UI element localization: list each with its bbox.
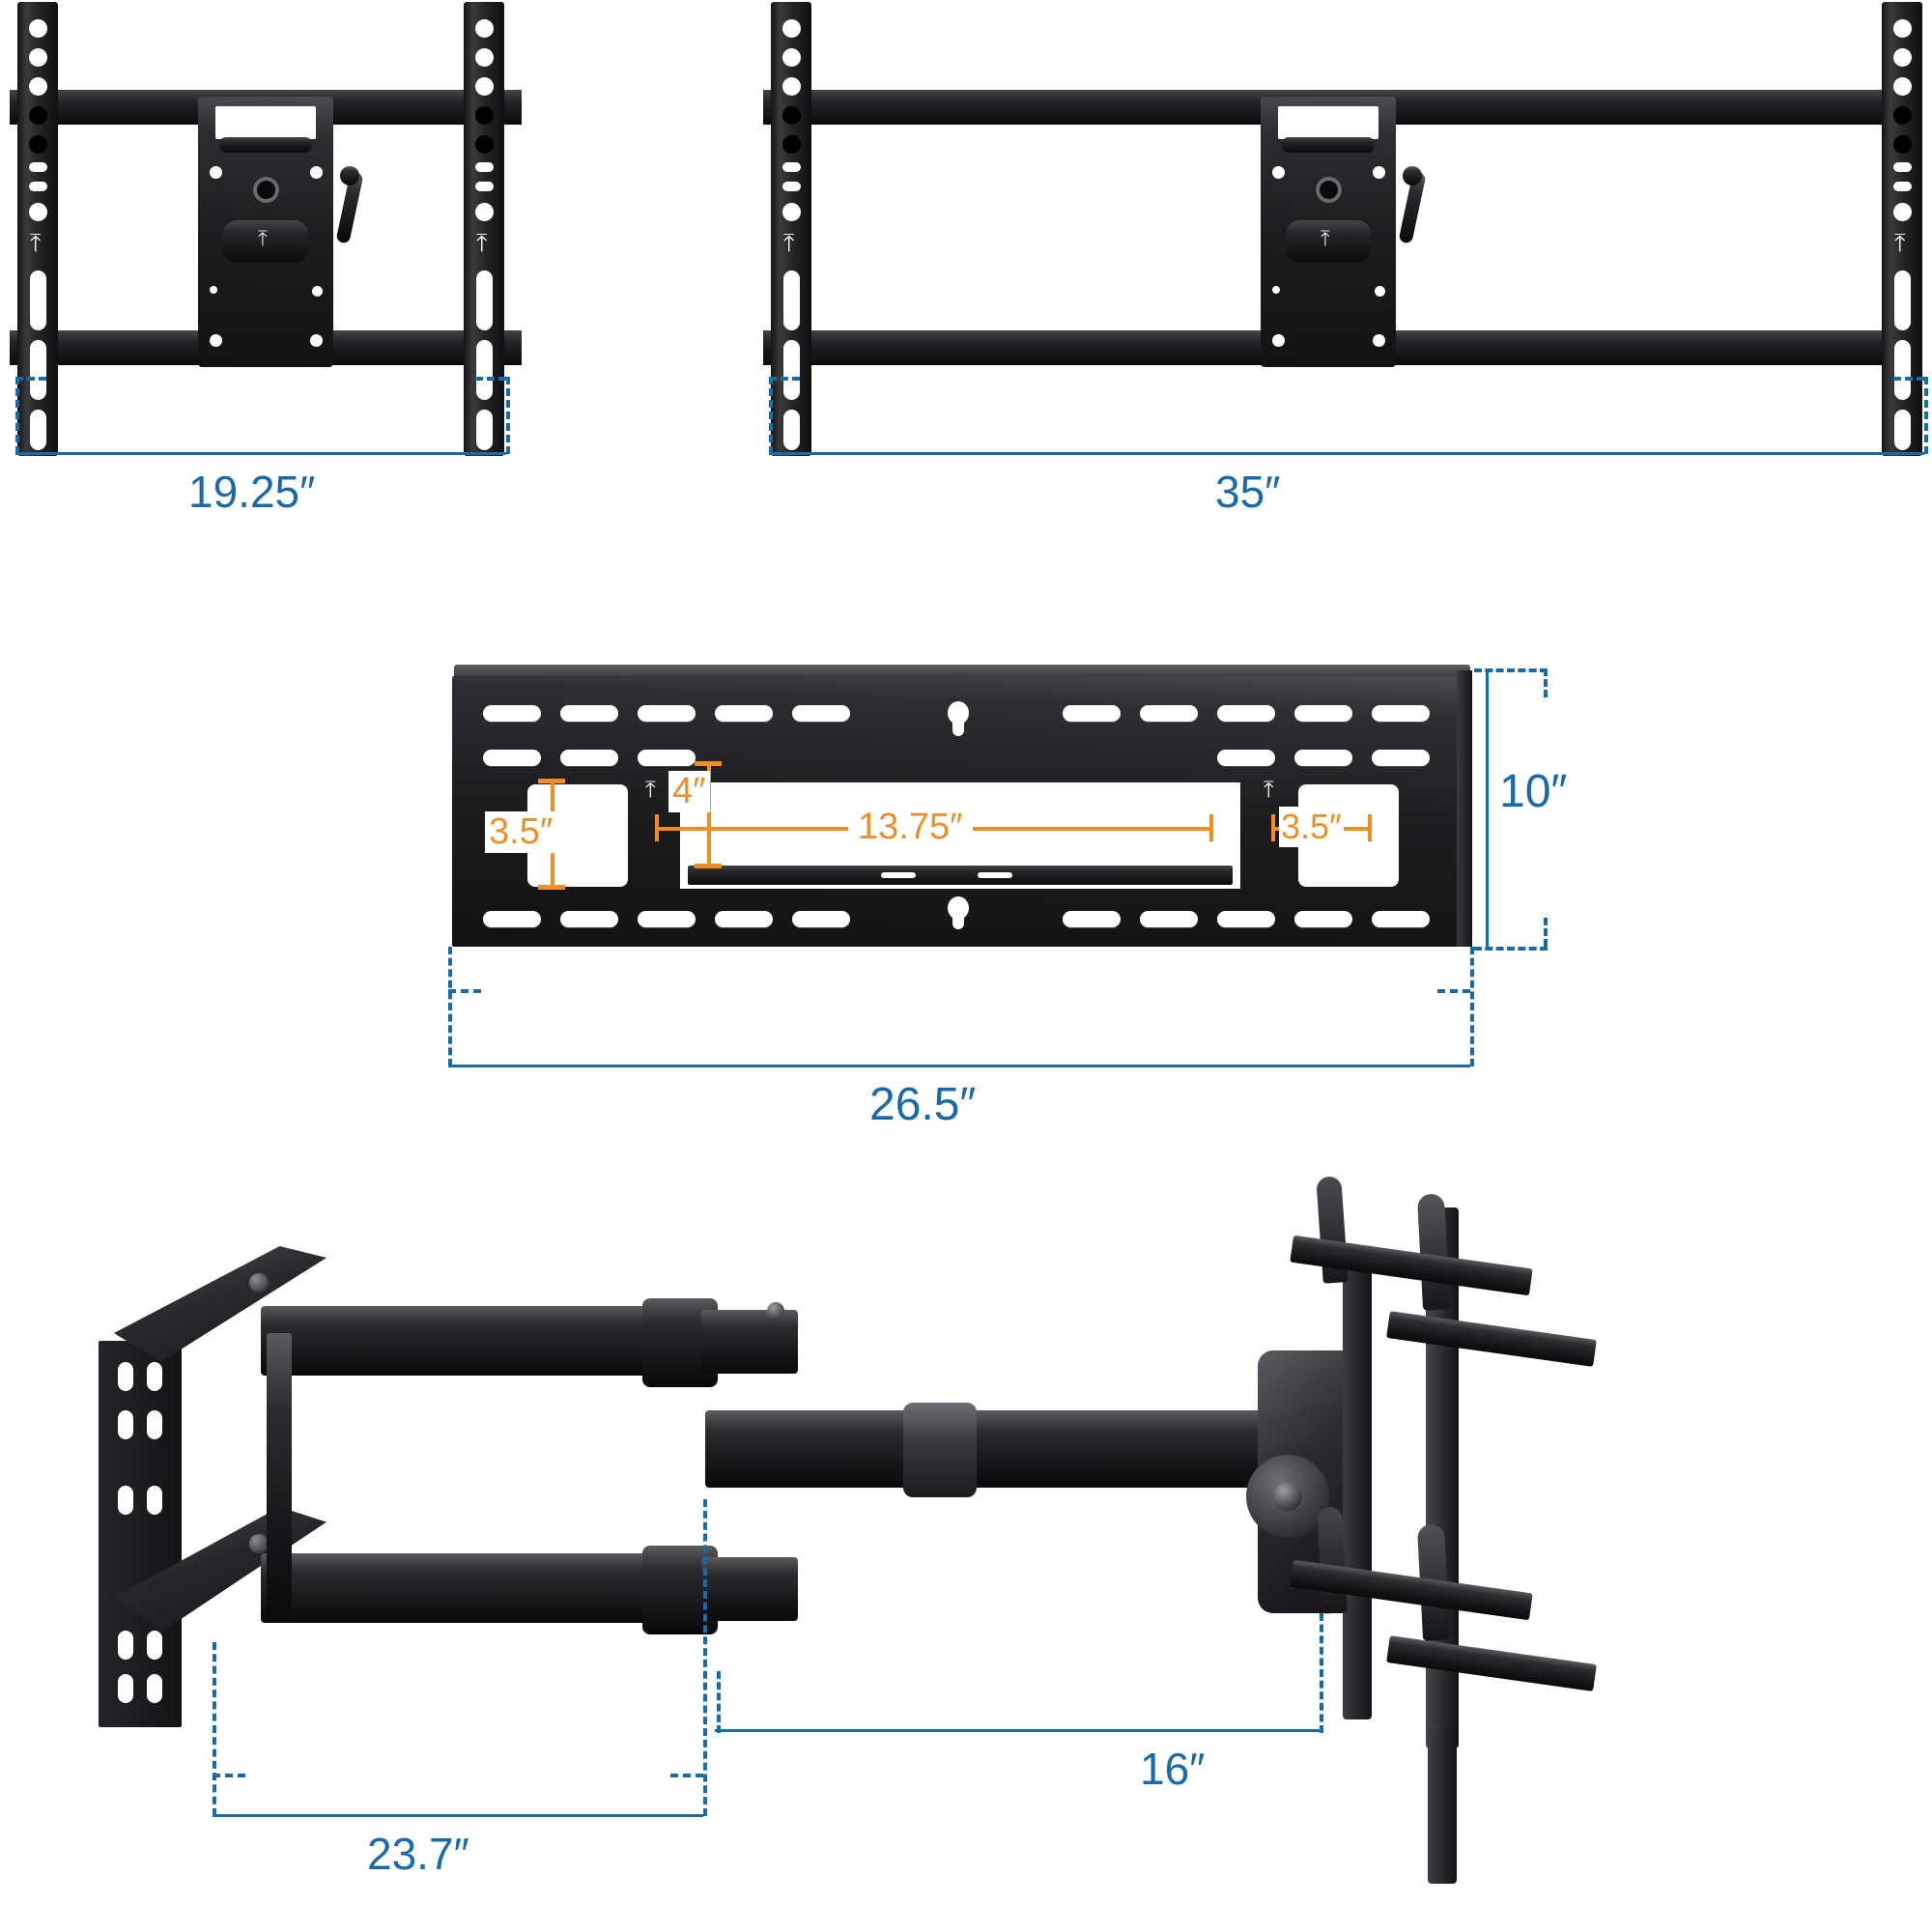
mount-view-top-left: ⤒ ⤒ ⤒ (0, 0, 541, 517)
dim-line-237 (213, 1814, 703, 1817)
vesa-cross-arm-bottom (1386, 1635, 1597, 1691)
plate-arrow-right-icon: ⤒ (1264, 777, 1274, 803)
plate-arrow-left-icon: ⤒ (645, 777, 656, 803)
vesa-cross-arm-top (1290, 1235, 1533, 1296)
dim-line-16 (715, 1729, 1321, 1732)
right-vertical-rail: ⤒ (464, 2, 504, 456)
lock-lever-knob-right (1403, 166, 1422, 185)
lower-arm-outer (261, 1553, 705, 1623)
mount-view-articulating-arm: 23.7″ 16″ (77, 1176, 1932, 1932)
dim-label-35: 35″ (1215, 467, 1281, 517)
ext-line-left-35 (769, 377, 773, 454)
ext-cap-left-265 (448, 989, 481, 993)
tv-side-plate (99, 1341, 182, 1727)
ext-tick-right-19 (475, 377, 506, 381)
ext-line-left-16 (717, 1671, 721, 1733)
right-vertical-rail-extended: ⤒ (1882, 2, 1922, 456)
dim-label-10: 10″ (1499, 766, 1568, 817)
orientation-arrow-icon: ⤒ (30, 228, 42, 257)
dim-label-19: 19.25″ (188, 467, 316, 517)
ext-cap-bottom-10 (1544, 918, 1548, 947)
ext-line-right-35 (1924, 377, 1928, 454)
tv-bracket-rail-back (1343, 1246, 1372, 1719)
ext-tick-left-35 (769, 377, 800, 381)
left-vertical-rail: ⤒ (17, 2, 58, 456)
dim-label-265: 26.5″ (869, 1079, 977, 1130)
ext-cap-left-237 (213, 1774, 245, 1777)
dim-line-19 (15, 452, 506, 455)
main-extension-arm (705, 1410, 1304, 1488)
dim-label-top-gap-4: 4″ (668, 771, 710, 812)
ext-line-right-16 (1320, 1613, 1323, 1733)
tilt-lever-pad (223, 220, 308, 263)
ext-tick-left-19 (15, 377, 46, 381)
upper-arm-outer (261, 1306, 705, 1376)
dim-line-10 (1486, 668, 1489, 947)
cutout-ledge-bar (688, 866, 1233, 885)
ext-tick-right-35 (1893, 377, 1924, 381)
ext-line-right-237 (703, 1499, 707, 1816)
upper-arm-inner (701, 1310, 798, 1374)
lock-lever-knob-left (340, 166, 359, 185)
upper-arm-end-bolt (767, 1302, 784, 1320)
center-vesa-plate-right: ⤒ (1261, 97, 1396, 367)
dim-line-265 (448, 1065, 1470, 1067)
plate-top-bevel (454, 665, 1470, 678)
vesa-cross-arm-upper-mid (1386, 1311, 1597, 1367)
ext-line-right-265 (1470, 947, 1474, 1066)
dim-label-16: 16″ (1140, 1744, 1206, 1794)
lower-arm-inner (701, 1557, 798, 1621)
ext-cap-right-265 (1437, 989, 1470, 993)
dim-label-right-cutout-35: 3.5″ (1279, 807, 1344, 847)
plate-right-edge (1457, 670, 1472, 947)
left-vertical-rail-extended: ⤒ (771, 2, 811, 456)
orange-line-4in (707, 763, 711, 867)
bracket-tail-rail (1428, 1729, 1457, 1884)
dim-label-237: 23.7″ (367, 1829, 469, 1879)
ext-line-right-19 (506, 377, 510, 454)
ext-line-left-265 (448, 947, 452, 1066)
lower-pivot-bolt (249, 1534, 269, 1553)
ext-line-left-19 (15, 377, 19, 454)
dim-label-center-span-1375: 13.75″ (848, 807, 973, 848)
ext-cap-right-237 (670, 1774, 703, 1777)
extension-arm-collar (903, 1403, 977, 1497)
mount-view-wall-plate: ⤒ ⤒ 3.5″ 4″ (425, 657, 1567, 1130)
ext-cap-top-10 (1544, 668, 1548, 697)
ext-line-left-237 (213, 1642, 216, 1816)
arm-vertical-link (267, 1333, 292, 1623)
upper-pivot-bolt (249, 1273, 269, 1293)
center-vesa-plate-left: ⤒ (198, 97, 333, 367)
swivel-hub-bolt (1273, 1482, 1302, 1511)
ext-line-bottom-10 (1474, 947, 1548, 951)
dim-label-left-cutout-35: 3.5″ (485, 811, 557, 853)
mount-view-top-right: ⤒ ⤒ ⤒ (753, 0, 1932, 517)
dim-line-35 (769, 452, 1924, 455)
ext-line-top-10 (1474, 668, 1548, 672)
